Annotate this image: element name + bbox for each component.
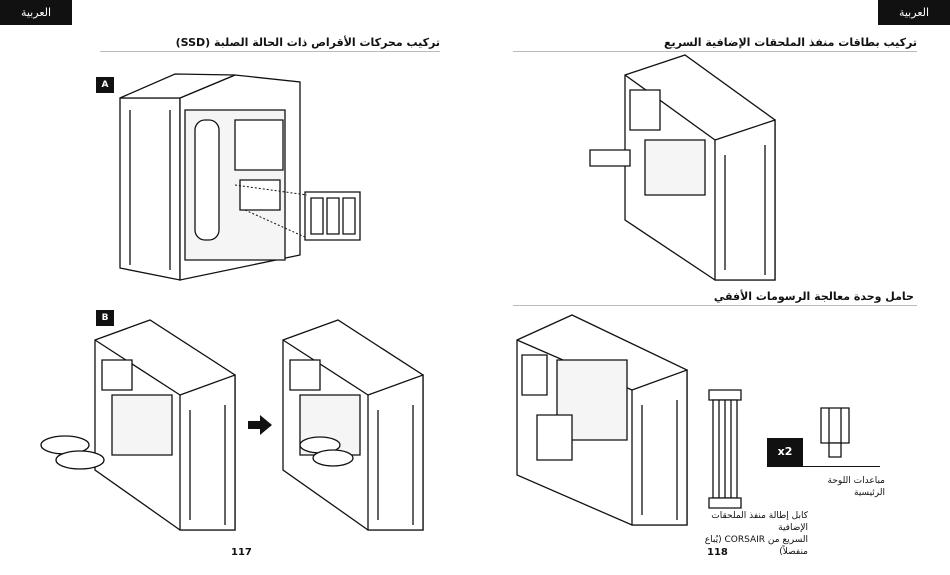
ssd-step-b-before-illustration [40,320,245,535]
right-arrow-icon [248,415,272,435]
page-number-left: 117 [231,547,252,558]
vertical-gpu-illustration [512,315,692,530]
language-tab-left: العربية [0,0,72,25]
pcie-cards-illustration [575,55,780,285]
riser-cable-caption-line1: كابل إطالة منفذ الملحقات الإضافية [711,511,808,533]
standoff-baseline-rule [767,466,880,467]
pcie-cards-heading: تركيب بطاقات منفذ الملحقات الإضافية السر… [663,36,917,49]
step-label-b: B [96,310,114,326]
ssd-step-b-after-illustration [278,320,428,535]
right-heading-rule-top [513,51,917,52]
left-heading-rule [100,51,440,52]
page-number-right: 118 [707,547,728,558]
vertical-gpu-heading: حامل وحدة معالجة الرسومات الأفقي [713,290,914,303]
riser-cable-caption: كابل إطالة منفذ الملحقات الإضافية السريع… [690,510,808,558]
standoff-caption: مباعدات اللوحة الرئيسية [827,476,885,498]
riser-cable-illustration [705,390,745,508]
quantity-badge: x2 [767,438,803,466]
riser-cable-caption-line2: السريع من CORSAIR (يُباع منفصلاً) [704,535,808,557]
step-label-a: A [96,77,114,93]
right-heading-rule-middle [513,305,917,306]
ssd-step-a-illustration [115,70,365,290]
ssd-install-heading: تركيب محركات الأقراص ذات الحالة الصلبة (… [175,36,440,49]
motherboard-standoff-icon [815,405,855,465]
language-tab-right: العربية [878,0,950,25]
